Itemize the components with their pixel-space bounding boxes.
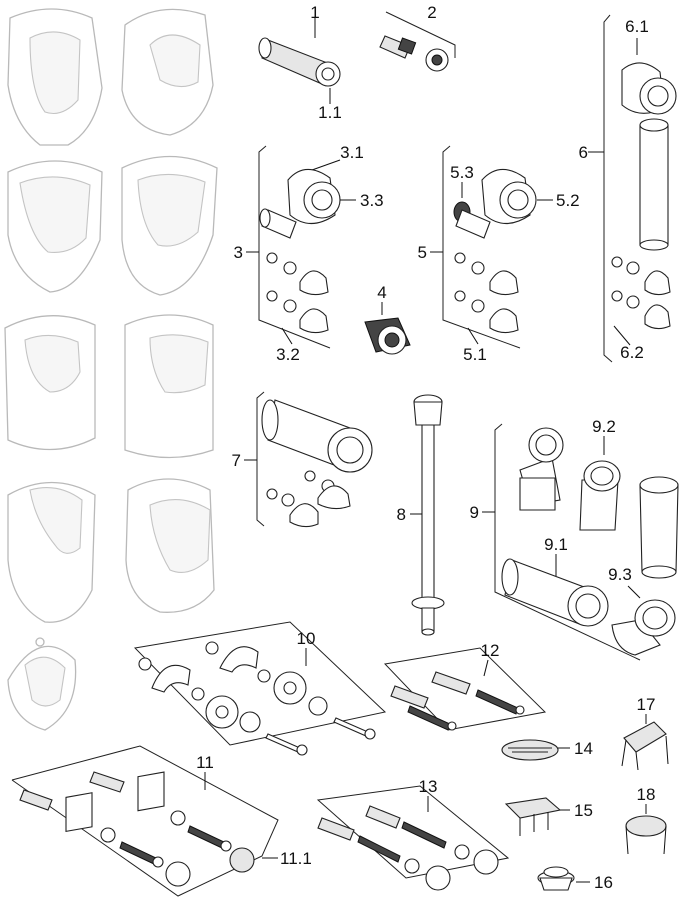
- label-9: 9: [470, 503, 479, 522]
- urinal-bowl-f: [124, 314, 214, 459]
- label-9-3: 9.3: [608, 565, 632, 584]
- label-3-1: 3.1: [340, 143, 364, 162]
- part-18-strainer: 18: [625, 785, 667, 855]
- part-4-sleeve: 4: [364, 283, 411, 355]
- label-6-2: 6.2: [620, 343, 644, 362]
- urinal-bowl-e: [4, 315, 96, 451]
- urinal-bowls: [4, 8, 218, 731]
- part-5-trap-set: 5 5.3 5.2 5.1: [418, 145, 580, 364]
- urinal-bowl-g: [7, 481, 96, 623]
- part-11-fixing-set: 11 11.1: [11, 745, 312, 897]
- label-10: 10: [297, 629, 316, 648]
- label-15: 15: [574, 801, 593, 820]
- part-8-flush-pipe: 8: [397, 394, 445, 636]
- label-4: 4: [377, 283, 386, 302]
- label-18: 18: [637, 785, 656, 804]
- part-16-cap: 16: [537, 866, 613, 892]
- part-17-strainer: 17: [621, 695, 669, 771]
- label-6-1: 6.1: [625, 17, 649, 36]
- urinal-bowl-d: [121, 155, 218, 296]
- part-2-connector: 2: [379, 3, 456, 72]
- part-15-strainer: 15: [504, 797, 593, 836]
- part-12-fixing-set: 12: [383, 641, 547, 731]
- label-11: 11: [196, 753, 214, 772]
- label-7: 7: [232, 451, 241, 470]
- label-3-3: 3.3: [360, 191, 384, 210]
- part-3-trap-set: 3 3.1 3.3 3.2: [234, 143, 384, 364]
- urinal-bowl-h: [125, 478, 215, 613]
- label-6: 6: [579, 143, 588, 162]
- part-9-pipe-set: 9 9.2 9.1 9.3: [470, 417, 679, 661]
- label-5: 5: [418, 243, 427, 262]
- part-10-fixing-set: 10: [133, 621, 387, 756]
- label-5-2: 5.2: [556, 191, 580, 210]
- label-8: 8: [397, 505, 406, 524]
- urinal-bowl-c: [7, 160, 103, 293]
- label-9-2: 9.2: [592, 417, 616, 436]
- label-12: 12: [481, 641, 500, 660]
- part-7-pipe-set: 7: [232, 391, 373, 528]
- label-16: 16: [594, 873, 613, 892]
- label-2: 2: [427, 3, 436, 22]
- label-17: 17: [637, 695, 656, 714]
- label-1: 1: [310, 3, 319, 22]
- label-5-1: 5.1: [463, 345, 487, 364]
- part-6-trap: 6 6.1 6.2: [579, 14, 677, 363]
- part-14-strainer: 14: [501, 739, 593, 761]
- part-1-pipe: 1 1.1: [258, 3, 342, 122]
- urinal-bowl-i: [7, 637, 77, 731]
- label-5-3: 5.3: [450, 163, 474, 182]
- urinal-bowl-a: [7, 8, 103, 146]
- label-9-1: 9.1: [544, 535, 568, 554]
- label-14: 14: [574, 739, 593, 758]
- label-1-1: 1.1: [318, 103, 342, 122]
- part-13-fixing-set: 13: [316, 777, 510, 891]
- label-3-2: 3.2: [276, 345, 300, 364]
- label-13: 13: [419, 777, 438, 796]
- urinal-bowl-b: [121, 8, 214, 136]
- label-3: 3: [234, 243, 243, 262]
- label-11-1: 11.1: [280, 849, 312, 868]
